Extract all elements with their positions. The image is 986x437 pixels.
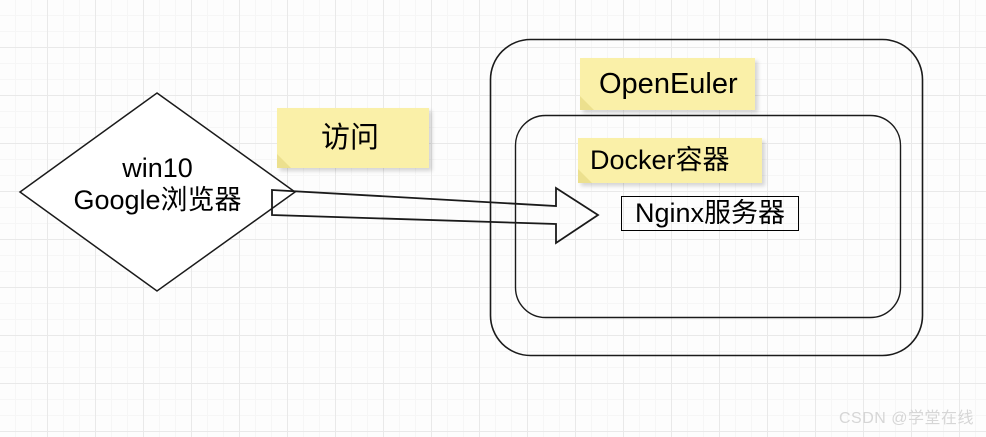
csdn-watermark: CSDN @学堂在线 xyxy=(838,410,974,427)
note-access[interactable]: 访问 xyxy=(277,108,429,168)
client-os-label: win10 xyxy=(122,153,193,183)
client-browser-label: Google浏览器 xyxy=(73,184,242,215)
docker-container-boundary[interactable] xyxy=(514,114,902,319)
nginx-server-label: Nginx服务器 xyxy=(634,198,786,228)
openeuler-host-boundary[interactable] xyxy=(489,38,924,357)
client-diamond-shape[interactable] xyxy=(18,92,297,292)
nginx-server-node[interactable]: Nginx服务器 xyxy=(621,196,799,231)
note-docker-label: Docker容器 xyxy=(590,145,730,175)
note-openeuler[interactable]: OpenEuler xyxy=(580,58,755,110)
client-diamond-label: win10 Google浏览器 xyxy=(40,153,275,217)
note-fold-corner-icon xyxy=(277,154,291,168)
access-block-arrow[interactable] xyxy=(271,186,600,245)
note-docker[interactable]: Docker容器 xyxy=(578,138,762,183)
note-openeuler-label: OpenEuler xyxy=(599,67,738,100)
note-access-label: 访问 xyxy=(321,121,380,154)
note-fold-corner-icon xyxy=(580,96,594,110)
